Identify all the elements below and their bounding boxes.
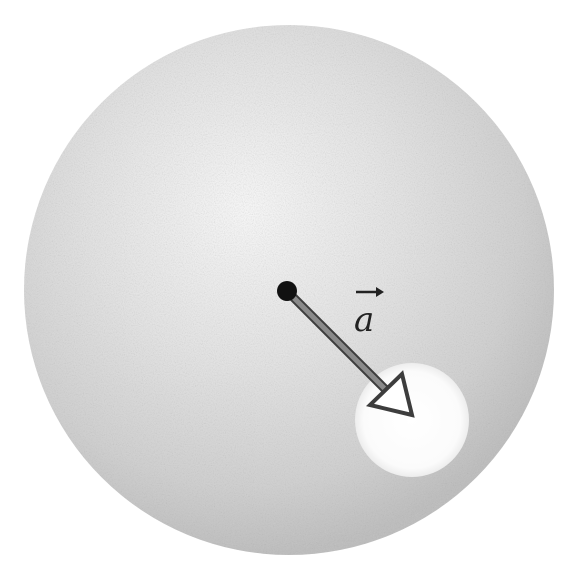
vector-label-arrow-icon bbox=[356, 287, 384, 297]
vector-arrowhead bbox=[365, 370, 415, 418]
vector-shaft bbox=[285, 289, 391, 395]
vector-label: a bbox=[354, 287, 384, 340]
sphere-center-dot bbox=[277, 281, 297, 301]
vector-label-text: a bbox=[354, 300, 374, 340]
displacement-vector bbox=[283, 287, 415, 418]
